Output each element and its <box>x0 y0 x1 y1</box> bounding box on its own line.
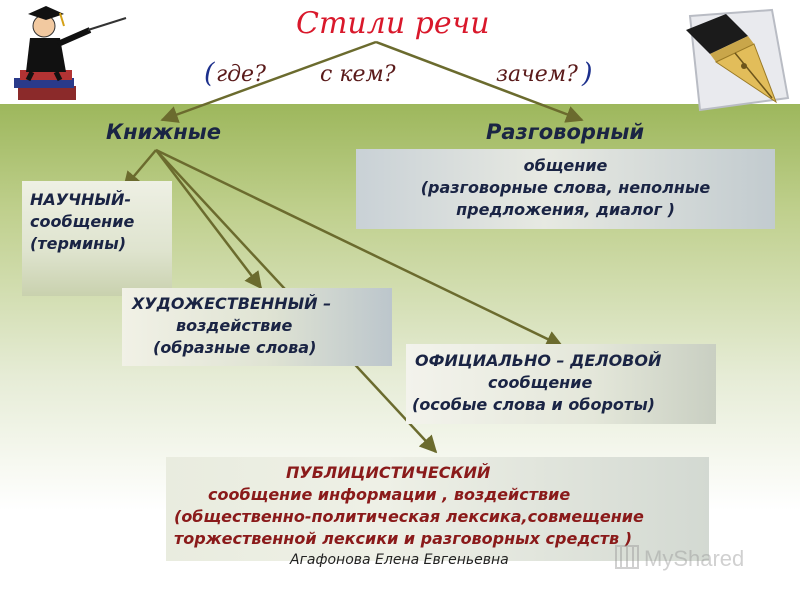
arrow-title-to-bookish <box>160 40 377 123</box>
journalistic-line2: сообщение информации , воздействие <box>208 485 571 505</box>
journalistic-line3: (общественно-политическая лексика,совмещ… <box>174 507 644 527</box>
box-journalistic: ПУБЛИЦИСТИЧЕСКИЙ сообщение информации , … <box>166 457 709 561</box>
question-where: где? <box>216 62 266 87</box>
guiding-questions: ( где? с кем? зачем? ) <box>204 58 604 96</box>
scientific-line1: НАУЧНЫЙ- <box>30 190 132 209</box>
myshared-watermark-logo: MyShared <box>615 545 744 571</box>
box-colloquial: общение (разговорные слова, неполные пре… <box>356 149 775 229</box>
official-line3: (особые слова и обороты) <box>412 395 655 415</box>
teacher-clipart-icon <box>14 6 127 100</box>
colloquial-line3: предложения, диалог ) <box>456 200 675 220</box>
box-official: ОФИЦИАЛЬНО – ДЕЛОВОЙ сообщение (особые с… <box>406 344 716 424</box>
arrow-bookish-to-artistic <box>155 149 263 290</box>
box-artistic: ХУДОЖЕСТВЕННЫЙ – воздействие (образные с… <box>122 288 392 366</box>
official-line1: ОФИЦИАЛЬНО – ДЕЛОВОЙ <box>415 351 662 370</box>
question-why: зачем? <box>496 62 578 87</box>
colloquial-line2: (разговорные слова, неполные <box>420 178 711 198</box>
open-paren: ( <box>204 58 215 89</box>
question-with-whom: с кем? <box>320 62 396 87</box>
colloquial-line1: общение <box>523 156 608 175</box>
artistic-line1: ХУДОЖЕСТВЕННЫЙ – <box>132 294 332 313</box>
diagram-title: Стили речи <box>296 6 490 41</box>
artistic-line2: воздействие <box>176 316 293 336</box>
category-bookish: Книжные <box>106 120 222 144</box>
scientific-line2: сообщение <box>30 212 135 232</box>
category-colloquial: Разговорный <box>486 120 645 144</box>
fountain-pen-icon <box>686 8 790 112</box>
journalistic-line1: ПУБЛИЦИСТИЧЕСКИЙ <box>286 463 491 482</box>
arrow-title-to-colloquial <box>375 40 584 123</box>
close-paren: ) <box>582 58 593 89</box>
box-scientific: НАУЧНЫЙ- сообщение (термины) <box>22 181 172 296</box>
artistic-line3: (образные слова) <box>153 338 317 358</box>
scientific-line3: (термины) <box>30 234 127 254</box>
svg-text:MyShared: MyShared <box>644 546 744 571</box>
author-footer: Агафонова Елена Евгеньевна <box>290 552 509 568</box>
arrow-bookish-to-official <box>155 148 564 348</box>
official-line2: сообщение <box>488 373 593 393</box>
journalistic-line4: торжественной лексики и разговорных сред… <box>174 529 633 549</box>
